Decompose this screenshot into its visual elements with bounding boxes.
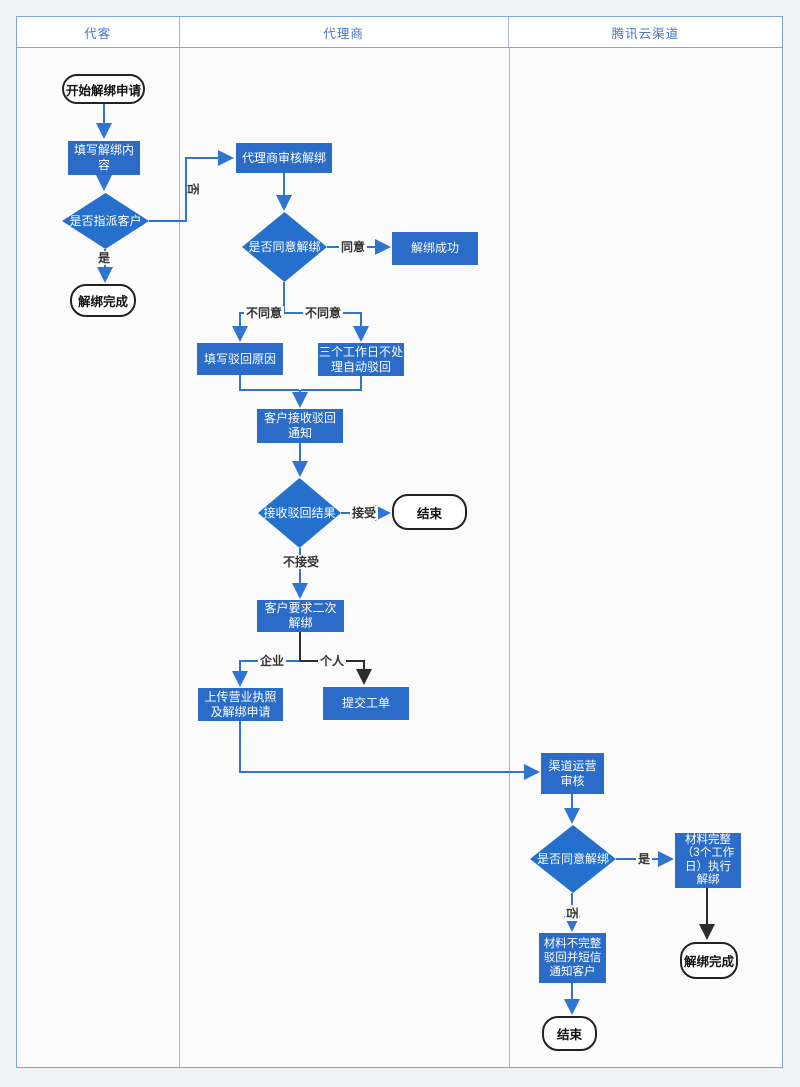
node-upload-business-license: 上传营业执照 及解绑申请 — [198, 688, 283, 721]
node-end-1: 结束 — [392, 494, 467, 530]
node-unbind-done-channel-side: 解绑完成 — [680, 942, 738, 979]
node-materials-complete-execute: 材料完整 （3个工作 日）执行 解绑 — [675, 833, 741, 888]
node-end-2: 结束 — [542, 1016, 597, 1051]
lane-divider-2 — [509, 48, 510, 1067]
edge-label-no-assign: 否 — [186, 182, 200, 196]
edge-label-enterprise: 企业 — [257, 654, 287, 668]
node-channel-ops-review: 渠道运营 审核 — [541, 753, 604, 794]
edge-label-yes-agree2: 是 — [635, 852, 653, 866]
edge-label-disagree-right: 不同意 — [302, 306, 344, 320]
lane-title-customer: 代客 — [17, 17, 180, 47]
edge-label-no-agree2: 否 — [565, 904, 579, 922]
edge-label-yes-assign: 是 — [95, 251, 113, 265]
edge-label-not-accept: 不接受 — [280, 555, 322, 569]
node-customer-receive-reject-notice: 客户接收驳回 通知 — [257, 409, 343, 443]
node-start-unbind-request: 开始解绑申请 — [62, 74, 145, 104]
node-unbind-success: 解绑成功 — [392, 232, 478, 265]
node-unbind-done-agent-side: 解绑完成 — [70, 284, 136, 317]
lane-header-row: 代客 代理商 腾讯云渠道 — [16, 16, 783, 48]
edge-label-disagree-left: 不同意 — [243, 306, 285, 320]
lane-title-agent: 代理商 — [180, 17, 509, 47]
edge-label-accept: 接受 — [349, 506, 379, 520]
node-agent-review-unbind: 代理商审核解绑 — [236, 143, 332, 173]
lane-divider-1 — [179, 48, 180, 1067]
edge-label-agree: 同意 — [338, 240, 368, 254]
lane-title-tencent-channel: 腾讯云渠道 — [611, 26, 680, 41]
node-fill-reject-reason: 填写驳回原因 — [197, 343, 283, 375]
swimlane-frame — [16, 16, 783, 1068]
node-auto-reject-3-days: 三个工作日不处 理自动驳回 — [318, 343, 404, 376]
node-submit-ticket: 提交工单 — [323, 687, 409, 720]
node-materials-incomplete-reject: 材料不完整 驳回并短信 通知客户 — [539, 933, 606, 983]
edge-label-personal: 个人 — [317, 654, 347, 668]
node-fill-unbind-content: 填写解绑内 容 — [68, 141, 140, 175]
node-customer-second-unbind: 客户要求二次 解绑 — [257, 600, 344, 632]
